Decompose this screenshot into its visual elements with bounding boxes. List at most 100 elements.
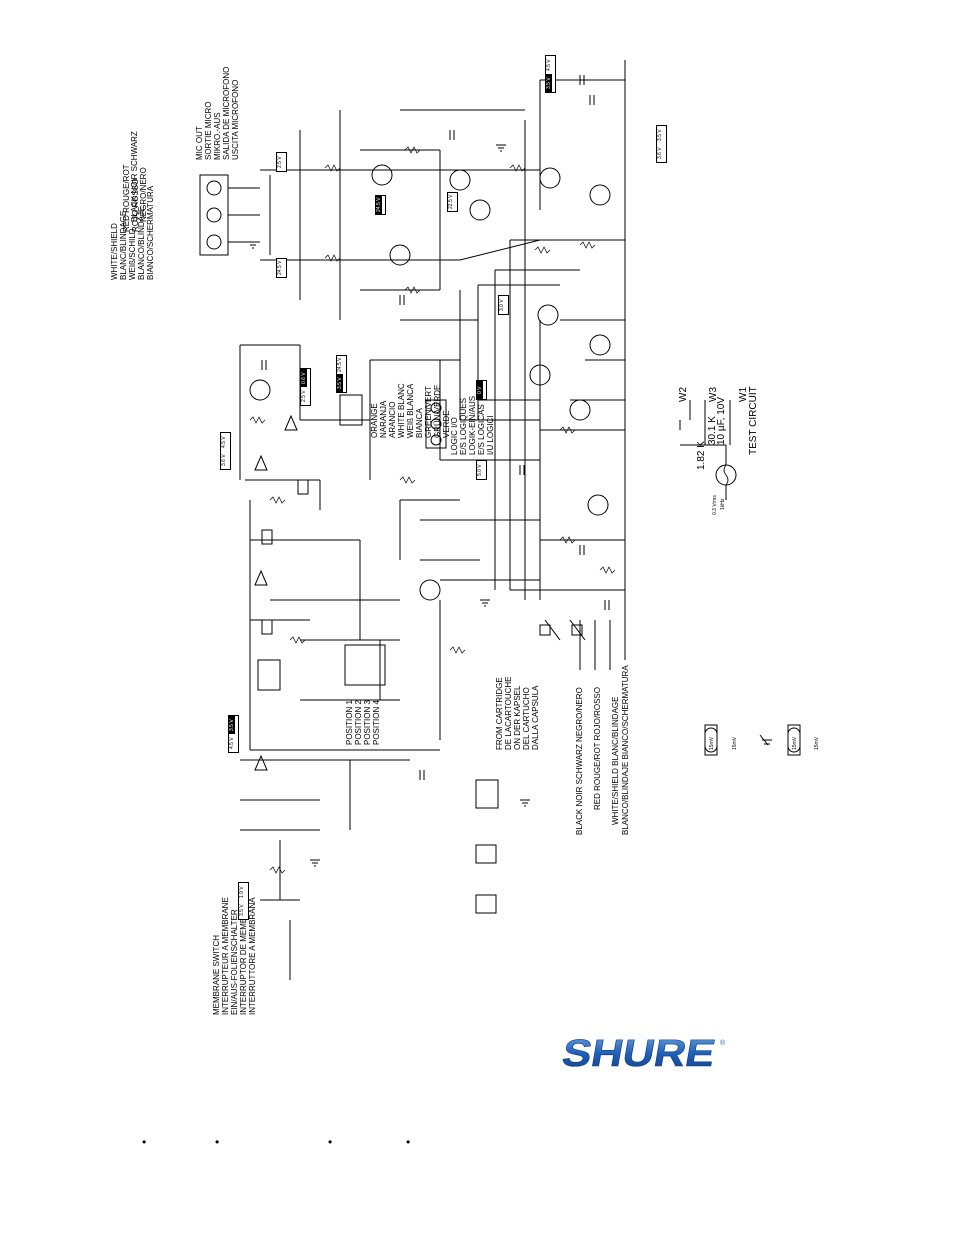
scope-reading-1: 15mV [709,737,715,750]
white-shield-label-left: WHITE/SHIELD BLANC/BLINDAGE WEIß/SCHILD … [110,186,155,280]
bullet-3: • [328,1135,333,1149]
bullet-1: • [142,1135,147,1149]
voltage-box: 24.5 V [276,258,287,278]
voltage-value: 24.5 V [376,196,382,214]
voltage-value-alt: 3.6 V [221,454,227,466]
voltage-value: 4.5 V [221,436,227,448]
scope-reading-2: 15mV [732,737,738,750]
logic-color-1: ORANGE [370,403,379,438]
logic-io-label: LOGIC I/O E/S LOGIQUES LOGIK-EIN/AUS E/S… [450,396,495,455]
node-w2-text: W2 [678,387,689,402]
voltage-value: 3.5 V [229,716,235,734]
scope-reading-3-text: 15mV [792,736,798,750]
position-3-label: POSITION 3 [363,700,372,745]
red-wire-label-right: RED ROUGE/ROT ROJO/ROSSO [593,687,602,810]
mic-out-line-4: SALIDA DE MICROFONO [222,66,231,160]
bullet-2: • [215,1135,220,1149]
shure-logo: SHURE ® [560,1035,726,1071]
white-shield-left-line-1: WHITE/SHIELD [110,223,119,280]
voltage-box: 2.5 V [276,152,287,172]
voltage-value: 1.9 V [239,886,245,898]
voltage-box: 3.5 V 4.5 V [228,715,239,753]
voltage-value: 24.5 V [277,260,283,276]
voltage-value-alt: 5.0 V [477,464,483,476]
test-source-freq: 1kHz [720,499,726,510]
membrane-switch-label: MEMBRANE SWITCH INTERRUPTEUR A MEMBRANE … [212,896,257,1015]
test-source-freq-text: 1kHz [720,498,726,510]
logic-io-line-4: E/S LOGICAS [477,404,486,455]
logic-color-4: WHITE BLANC [397,383,406,438]
logic-color-2: NARANJA [379,400,388,438]
voltage-value: 2.5 V [277,156,283,168]
logic-color-5: WEIß BLANCA [406,383,415,438]
membrane-line-1: MEMBRANE SWITCH [212,935,221,1015]
membrane-line-5: INTERRUTTORE A MEMBRANA [248,897,257,1015]
voltage-value-alt: 3.5 V [546,74,552,92]
white-shield-left-line-3: WEIß/SCHILD [128,228,137,280]
test-source-level: 0.3 Vrms [712,495,718,515]
bullet-4: • [406,1135,411,1149]
membrane-line-2: INTERRUPTEUR A MEMBRANE [221,897,230,1015]
mic-out-label: MIC OUT SORTIE MICRO MIKRO.-AUS SALIDA D… [195,67,240,160]
voltage-box: 5.0 V [476,460,487,480]
scope-reading-4: 15mV [814,737,820,750]
voltage-value: 0 V [477,381,483,399]
position-2-label: POSITION 2 [354,700,363,745]
logic-io-line-3: LOGIK-EIN/AUS [468,395,477,455]
mic-out-line-2: SORTIE MICRO [204,101,213,160]
voltage-value-alt: 3.5 V [239,904,245,916]
test-circuit-text: TEST CIRCUIT [748,386,759,455]
cartridge-line-4: DEL CARTUCHO [522,687,531,750]
logic-color-7: GREEN/VERT [424,386,433,438]
voltage-box: 4.5 V 3.5 V [545,55,556,93]
voltage-value: 24.5 V [337,357,343,373]
voltage-box: 0 V [476,380,487,400]
cartridge-line-3: ON DER KAPSEL [513,685,522,750]
node-w1-text: W1 [738,387,749,402]
voltage-value: 4.5 V [546,59,552,71]
voltage-value-alt: 2.5 V [301,390,307,402]
test-capacitor: 10 µF, 10V [716,397,727,445]
white-shield-label-right: WHITE/SHIELD BLANC/BLINDAGE [611,697,620,825]
cartridge-line-2: DE LACARTOUCHE [504,676,513,751]
voltage-value-alt: 4.5 V [229,737,235,749]
node-w1: W1 [738,387,749,402]
voltage-value: 22.5 V [448,194,454,210]
white-shield-left-line-2: BLANC/BLINDAGE [119,210,128,280]
voltage-box: 4.5 V 3.6 V [220,432,231,470]
scope-reading-1-text: 15mV [709,736,715,750]
logic-io-line-5: I/U LOGICI [486,415,495,455]
from-cartridge-label: FROM CARTRIDGE DE LACARTOUCHE ON DER KAP… [495,677,540,751]
logic-color-8: GRÜN/VERDE [433,384,442,438]
test-cap-value: 10 µF, 10V [716,396,727,445]
position-4-label: POSITION 4 [372,700,381,745]
logic-colors-label: ORANGE NARANJA ARANCIO WHITE BLANC WEIß … [370,383,451,438]
white-shield-label-right-2: BLANCO/BLINDAJE BIANCO/SCHERMATURA [621,665,630,835]
test-circuit-title: TEST CIRCUIT [748,386,759,455]
voltage-box: 3.5 V 3.6 V [656,125,667,163]
logic-color-6: BIANCA [415,408,424,438]
shure-logo-text: SHURE [560,1035,718,1071]
white-shield-left-line-5: BIANCO/SCHERMATURA [146,185,155,280]
scope-reading-4-text: 15mV [814,736,820,750]
logic-color-3: ARANCIO [388,401,397,438]
test-source-vrms: 0.3 Vrms [712,495,718,515]
black-right-text: BLACK NOIR SCHWARZ NEGRO/NERO [575,687,584,835]
mic-out-line-1: MIC OUT [195,126,204,160]
white-shield-right-text: WHITE/SHIELD BLANC/BLINDAGE [611,696,620,825]
white-shield-left-line-4: BLANCO/BLINDAJE [137,206,146,280]
cartridge-line-1: FROM CARTRIDGE [495,677,504,750]
voltage-value: 3.5 V [657,129,663,141]
voltage-value-alt: 3.6 V [657,147,663,159]
cartridge-line-5: DALLA CAPSULA [531,685,540,750]
position-1-label: POSITION 1 [345,700,354,745]
test-r1-value: 1.82 K [696,441,707,470]
voltage-box: 22.5 V [447,192,458,212]
black-wire-label-right: BLACK NOIR SCHWARZ NEGRO/NERO [575,687,584,835]
red-right-text: RED ROUGE/ROT ROJO/ROSSO [593,687,602,810]
test-resistor-1: 1.82 K [696,441,707,470]
voltage-box: 3.0 V [498,295,509,315]
